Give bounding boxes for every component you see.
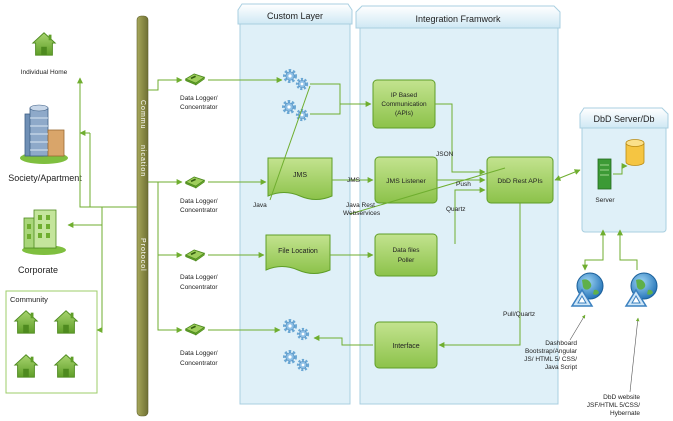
communication-protocol-bar: Commu nication Protocol <box>136 15 149 417</box>
data-logger-icon <box>185 249 205 262</box>
website-pointer <box>629 317 640 393</box>
edge-label-java-rest-2: Webservices <box>343 210 381 217</box>
integration-framework-title: Integration Framwork <box>415 14 501 24</box>
jms-listener-label: JMS Listener <box>386 178 426 185</box>
individual-home: Individual Home <box>21 32 68 76</box>
left-connectors <box>67 77 137 333</box>
ip-comm-label-2: Communication <box>381 101 427 108</box>
data-logger-1: Data Logger/ Concentrator <box>180 73 218 111</box>
data-logger-icon <box>185 176 205 189</box>
java-label: Java <box>253 202 267 209</box>
dashboard-line-2: Bootstrap/Angular <box>525 348 578 355</box>
file-location-node: File Location <box>265 234 331 274</box>
integration-connectors <box>269 83 638 348</box>
data-logger-label-2: Concentrator <box>180 284 218 291</box>
dbd-server-title: DbD Server/Db <box>593 114 654 124</box>
rest-apis-node: DbD Rest APIs <box>486 156 554 204</box>
data-logger-label-1: Data Logger/ <box>180 274 218 281</box>
protocol-label-1: Commu <box>139 100 146 130</box>
data-logger-label-2: Concentrator <box>180 104 218 111</box>
ip-comm-label-3: (APIs) <box>395 110 413 117</box>
dbd-server-panel: DbD Server/Db <box>579 107 669 233</box>
website-label: DbD website JSF/HTML 5/CSS/ Hybernate <box>587 394 641 417</box>
globe-icon <box>571 272 604 307</box>
data-logger-label-2: Concentrator <box>180 207 218 214</box>
server: Server <box>595 158 615 204</box>
gear-icon <box>282 318 298 334</box>
dashboard-line-4: Java Script <box>545 364 577 371</box>
ip-comm-label-1: IP Based <box>391 92 418 99</box>
edge-label-jms: JMS <box>347 177 361 184</box>
corporate-label: Corporate <box>18 265 58 275</box>
data-logger-4: Data Logger/ Concentrator <box>180 323 218 367</box>
individual-home-label: Individual Home <box>21 69 68 76</box>
dashboard-line-1: Dashboard <box>545 340 577 347</box>
interface-node: Interface <box>374 321 438 369</box>
website-line-1: DbD website <box>603 394 640 401</box>
server-label: Server <box>595 197 615 204</box>
edge-label-push: Push <box>456 181 471 188</box>
website-line-2: JSF/HTML 5/CSS/ <box>587 402 640 409</box>
globe-icon <box>625 272 658 307</box>
dashboard-pointer <box>569 314 586 341</box>
edge-label-quartz: Quartz <box>446 206 466 213</box>
society-apartment: Society/Apartment <box>8 104 82 183</box>
gear-icon <box>282 69 298 83</box>
custom-layer-title: Custom Layer <box>267 11 323 21</box>
data-logger-3: Data Logger/ Concentrator <box>180 249 218 291</box>
jms-listener-node: JMS Listener <box>374 156 438 204</box>
community: Community <box>5 290 98 394</box>
file-location-label: File Location <box>278 248 318 255</box>
rest-apis-label: DbD Rest APIs <box>497 178 543 185</box>
dashboard-line-3: JS/ HTML 5/ CSS/ <box>524 356 577 363</box>
apartment-building-icon <box>20 104 68 164</box>
data-logger-2: Data Logger/ Concentrator <box>180 176 218 214</box>
database-icon <box>625 143 645 166</box>
interface-label: Interface <box>392 343 419 350</box>
gear-icon <box>296 327 310 341</box>
corporate: Corporate <box>18 209 66 275</box>
database <box>625 139 645 166</box>
society-label: Society/Apartment <box>8 173 82 183</box>
data-logger-icon <box>185 73 205 86</box>
bar-to-logger-connectors <box>148 77 183 333</box>
gear-icon <box>296 358 310 372</box>
house-icon <box>32 32 56 56</box>
data-logger-label-2: Concentrator <box>180 360 218 367</box>
community-label: Community <box>10 295 48 304</box>
server-icon <box>597 158 612 190</box>
jms-node: JMS <box>267 157 333 200</box>
website-line-3: Hybernate <box>610 410 640 417</box>
data-poller-label-1: Data files <box>392 247 420 254</box>
gear-icon <box>281 100 297 114</box>
jms-node-label: JMS <box>293 172 307 179</box>
dashboard-label: Dashboard Bootstrap/Angular JS/ HTML 5/ … <box>524 340 578 371</box>
data-logger-label-1: Data Logger/ <box>180 95 218 102</box>
edge-label-java-rest-1: Java Rest <box>346 202 375 209</box>
data-poller-node: Data files Poller <box>374 233 438 277</box>
edge-label-pull-quartz: Pull/Quartz <box>503 311 535 318</box>
gear-icon <box>282 349 298 365</box>
protocol-label-2: nication <box>139 145 146 177</box>
logger-to-custom-connectors <box>208 77 283 333</box>
gear-icon <box>295 77 309 91</box>
data-poller-label-2: Poller <box>398 257 415 264</box>
data-logger-label-1: Data Logger/ <box>180 198 218 205</box>
ip-communication-node: IP Based Communication (APIs) <box>372 79 436 129</box>
server-db-connector <box>613 163 628 175</box>
integration-framework-panel: Integration Framwork <box>355 5 561 405</box>
data-logger-label-1: Data Logger/ <box>180 350 218 357</box>
data-logger-icon <box>185 323 205 336</box>
edge-label-json: JSON <box>436 151 454 158</box>
protocol-label-3: Protocol <box>139 238 146 272</box>
corporate-building-icon <box>22 209 66 255</box>
